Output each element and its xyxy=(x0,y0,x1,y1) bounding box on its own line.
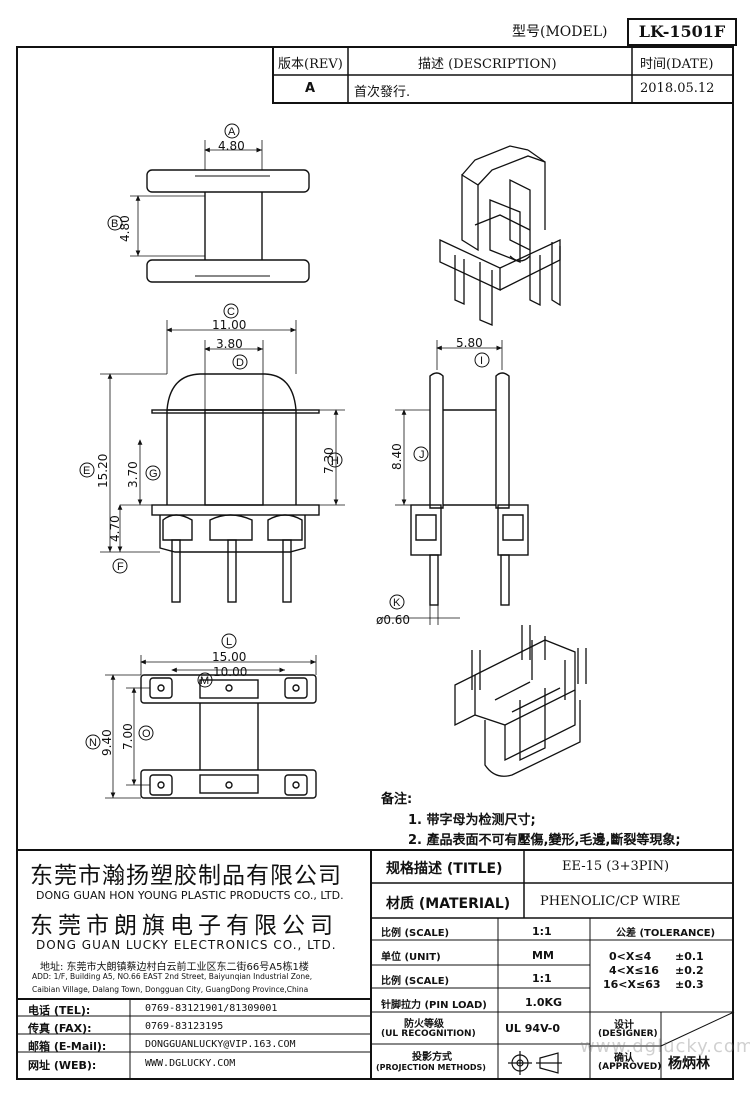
date-value: 2018.05.12 xyxy=(640,81,715,96)
tolerance-value-2: ±0.2 xyxy=(675,964,704,977)
dim-k-value: ø0.60 xyxy=(376,613,411,627)
spec-unit-label: 单位 (UNIT) xyxy=(381,952,441,963)
spec-tolerance-label: 公差 (TOLERANCE) xyxy=(616,928,716,939)
note-1: 1. 带字母为检测尺寸; xyxy=(408,813,536,828)
revision-table-grid xyxy=(272,46,734,104)
spec-scale-label-2: 比例 (SCALE) xyxy=(381,976,450,987)
rev-header: 版本(REV) xyxy=(278,57,343,72)
dim-letter-h: H xyxy=(331,455,339,467)
dim-letter-f: F xyxy=(117,561,124,573)
spec-material-value: PHENOLIC/CP WIRE xyxy=(540,894,681,909)
dim-letter-k: K xyxy=(393,597,401,609)
dimension-letters: A B C D E G H F I J K L M N O xyxy=(79,123,490,750)
revision-table: 版本(REV) 描述 (DESCRIPTION) 时间(DATE) A 首次發行… xyxy=(272,46,734,104)
dim-letter-b: B xyxy=(111,218,118,230)
spec-scale-value-2: 1:1 xyxy=(532,972,552,985)
top-view-lower-flange xyxy=(146,259,310,283)
model-label: 型号(MODEL) xyxy=(512,24,608,40)
dim-d-value: 3.80 xyxy=(216,337,243,351)
top-view xyxy=(130,140,310,283)
bottom-view xyxy=(105,655,317,799)
dim-a-value: 4.80 xyxy=(218,139,245,153)
spec-scale-value-1: 1:1 xyxy=(532,925,552,938)
rev-value: A xyxy=(305,81,316,96)
tolerance-range-1: 0<X≤4 xyxy=(609,950,652,963)
dim-letter-i: I xyxy=(480,355,483,367)
dim-letter-a: A xyxy=(228,126,236,138)
notes-title: 备注: xyxy=(381,792,413,807)
dim-c-value: 11.00 xyxy=(212,318,247,332)
spec-ul-label-1: 防火等级 xyxy=(404,1019,444,1030)
address-en-2: Caibian Village, Dalang Town, Dongguan C… xyxy=(32,985,309,994)
contact-web-value: WWW.DGLUCKY.COM xyxy=(145,1058,236,1069)
top-view-upper-flange xyxy=(146,169,310,193)
address-en-1: ADD: 1/F, Building A5, NO.66 EAST 2nd St… xyxy=(32,972,313,981)
dim-letter-m: M xyxy=(200,675,209,687)
company-name-en-1: DONG GUAN HON YOUNG PLASTIC PRODUCTS CO.… xyxy=(36,889,344,902)
dim-i-value: 5.80 xyxy=(456,336,483,350)
spec-material-label: 材质 (MATERIAL) xyxy=(386,896,511,912)
tolerance-range-3: 16<X≤63 xyxy=(603,978,661,991)
tolerance-range-2: 4<X≤16 xyxy=(609,964,659,977)
company-name-cn-1: 东莞市瀚扬塑胶制品有限公司 xyxy=(30,863,342,889)
spec-approved-label-1: 确认 xyxy=(614,1053,634,1064)
spec-designer-label-2: (DESIGNER) xyxy=(598,1029,658,1039)
dim-letter-l: L xyxy=(226,636,232,648)
first-angle-projection-icon xyxy=(508,1051,562,1075)
dim-letter-d: D xyxy=(236,357,244,369)
spec-proj-label-2: (PROJECTION METHODS) xyxy=(376,1063,486,1072)
spec-designer-label-1: 设计 xyxy=(614,1020,634,1031)
spec-approver-name: 杨炳林 xyxy=(668,1056,710,1072)
front-view xyxy=(100,320,345,603)
contact-web-label: 网址 (WEB): xyxy=(28,1059,97,1072)
technical-drawing: A B C D E G H F I J K L M N O xyxy=(79,123,587,799)
spec-unit-value: MM xyxy=(532,949,554,962)
dim-letter-n: N xyxy=(89,737,97,749)
dim-letter-c: C xyxy=(227,306,235,318)
company-name-cn-2: 东莞市朗旗电子有限公司 xyxy=(30,913,338,939)
tolerance-value-1: ±0.1 xyxy=(675,950,704,963)
watermark-text: www.dglucky.com xyxy=(580,1036,750,1057)
isometric-view-bottom xyxy=(454,625,587,777)
company-name-en-2: DONG GUAN LUCKY ELECTRONICS CO., LTD. xyxy=(36,938,337,952)
spec-proj-label-1: 投影方式 xyxy=(412,1052,452,1063)
contact-fax-value: 0769-83123195 xyxy=(145,1021,224,1032)
spec-approved-label-2: (APPROVED) xyxy=(598,1062,662,1072)
spec-ul-value: UL 94V-0 xyxy=(505,1022,561,1035)
spec-pin-load-value: 1.0KG xyxy=(525,996,563,1009)
note-2: 2. 產品表面不可有壓傷,變形,毛邊,斷裂等現象; xyxy=(408,833,681,848)
contact-email-label: 邮箱 (E-Mail): xyxy=(28,1040,107,1053)
spec-scale-label-1: 比例 (SCALE) xyxy=(381,928,450,939)
contact-fax-label: 传真 (FAX): xyxy=(28,1022,92,1035)
contact-tel-value: 0769-83121901/81309001 xyxy=(145,1003,278,1014)
dim-letter-e: E xyxy=(83,465,90,477)
spec-title-label: 规格描述 (TITLE) xyxy=(386,861,503,877)
dim-l-value: 15.00 xyxy=(212,650,247,664)
address-cn: 地址: 东莞市大朗镇蔡边村白云前工业区东二街66号A5栋1楼 xyxy=(40,962,309,973)
desc-value: 首次發行. xyxy=(354,85,411,100)
spec-title-value: EE-15 (3+3PIN) xyxy=(562,859,670,874)
spec-pin-load-label: 针脚拉力 (PIN LOAD) xyxy=(381,1000,487,1011)
spec-ul-label-2: (UL RECOGNITION) xyxy=(381,1029,476,1039)
dim-letter-j: J xyxy=(419,449,425,461)
tolerance-value-3: ±0.3 xyxy=(675,978,704,991)
model-value: LK-1501F xyxy=(627,18,737,46)
front-view-top-flange xyxy=(166,373,297,411)
dim-m-value: 10.00 xyxy=(213,665,248,679)
isometric-view-top xyxy=(439,145,561,326)
date-header: 时间(DATE) xyxy=(640,57,714,72)
contact-tel-label: 电话 (TEL): xyxy=(28,1004,91,1017)
dim-letter-g: G xyxy=(149,468,158,480)
contact-email-value: DONGGUANLUCKY@VIP.163.COM xyxy=(145,1039,296,1050)
side-view xyxy=(380,340,529,625)
desc-header: 描述 (DESCRIPTION) xyxy=(418,57,557,72)
dim-letter-o: O xyxy=(142,728,151,740)
